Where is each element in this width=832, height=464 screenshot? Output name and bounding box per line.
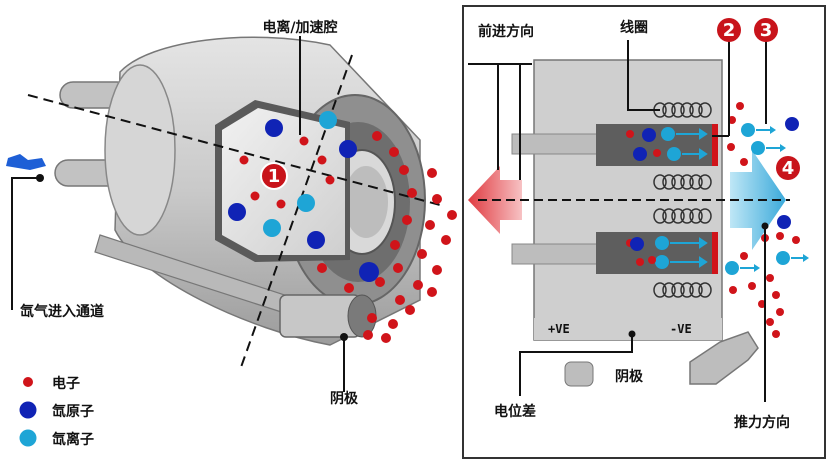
thruster-3d — [54, 36, 426, 346]
xenon-inflow-icon — [6, 154, 46, 170]
potential-label: 电位差 — [494, 403, 536, 420]
marker-4: 4 — [776, 156, 800, 180]
marker-3: 3 — [754, 18, 778, 124]
cathode-right — [564, 331, 759, 387]
marker-1: 1 — [260, 162, 288, 190]
coil-label: 线圈 — [620, 19, 648, 36]
legend-ion-label: 氙离子 — [52, 431, 94, 448]
coils — [653, 102, 712, 298]
svg-text:4: 4 — [782, 158, 795, 179]
svg-text:2: 2 — [723, 20, 736, 41]
coil-leader — [627, 40, 660, 111]
legend-atom-label: 氙原子 — [52, 403, 94, 420]
particles-right — [626, 102, 809, 338]
potential-leader — [519, 334, 633, 396]
inlet-label-bg — [14, 296, 189, 330]
marker-2: 2 — [712, 18, 741, 137]
minus-ve-label: -VE — [670, 322, 692, 336]
axis-line-vertical — [239, 54, 353, 371]
cathode-label-right: 阴极 — [615, 368, 644, 385]
thrust-direction-label: 推力方向 — [734, 414, 790, 431]
forward-direction-label: 前进方向 — [478, 23, 534, 40]
legend-ion-swatch — [19, 429, 37, 447]
svg-text:1: 1 — [268, 166, 281, 187]
axis-line — [27, 94, 441, 206]
svg-text:3: 3 — [760, 20, 773, 41]
legend: 电子 氙原子 氙离子 — [19, 375, 94, 448]
legend-electron-swatch — [23, 377, 33, 387]
xenon-inlet-label: 氙气进入通道 — [20, 303, 104, 320]
xenon-inlet-leader — [11, 177, 40, 310]
plus-ve-label: +VE — [548, 322, 570, 336]
legend-atom-swatch — [19, 401, 37, 419]
chamber-label: 电离/加速腔 — [262, 19, 337, 36]
particles-left — [228, 111, 457, 343]
cathode-label-left: 阴极 — [330, 390, 359, 407]
channel-upper — [596, 124, 718, 166]
legend-electron-label: 电子 — [52, 375, 80, 392]
